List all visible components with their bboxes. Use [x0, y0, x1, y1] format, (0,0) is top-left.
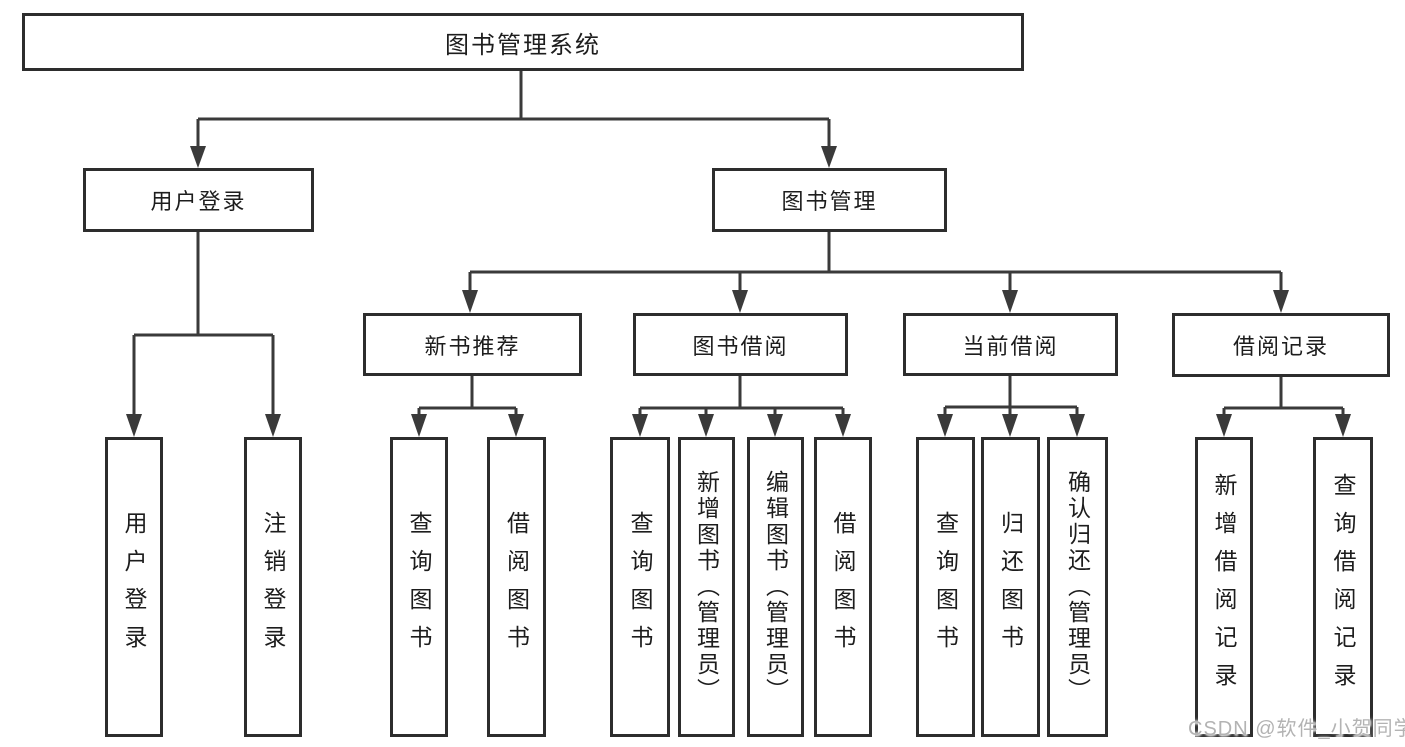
arrowheads-current-borrowing-leaves	[937, 414, 1085, 437]
node-book-management: 图书管理	[712, 168, 947, 232]
node-book-borrowing: 图书借阅	[633, 313, 848, 376]
arrowheads-root-to-level2	[190, 146, 837, 168]
arrowheads-borrowing-records-leaves	[1216, 414, 1351, 437]
leaf-borrow-books-1-label: 借阅图书	[503, 511, 530, 663]
leaf-edit-book-admin: 编辑图书（管理员）	[747, 437, 804, 737]
leaf-logout: 注销登录	[244, 437, 302, 737]
leaf-borrow-books-2: 借阅图书	[814, 437, 872, 737]
leaf-add-borrow-record: 新增借阅记录	[1195, 437, 1253, 737]
leaf-query-books-3-label: 查询图书	[932, 511, 959, 663]
node-book-management-label: 图书管理	[781, 189, 878, 214]
leaf-add-book-admin-label: 新增图书（管理员）	[693, 470, 720, 704]
node-library-management-system-label: 图书管理系统	[445, 31, 601, 59]
node-book-borrowing-label: 图书借阅	[692, 333, 789, 359]
leaf-query-books-1: 查询图书	[390, 437, 448, 737]
leaf-user-login-label: 用户登录	[121, 511, 147, 663]
node-user-login: 用户登录	[83, 168, 314, 232]
leaf-query-books-3: 查询图书	[916, 437, 975, 737]
arrowheads-book-borrowing-leaves	[632, 414, 851, 437]
node-current-borrowing-label: 当前借阅	[962, 333, 1059, 359]
connector-book-borrowing-to-leaves	[638, 376, 845, 416]
node-borrowing-records-label: 借阅记录	[1232, 334, 1329, 359]
leaf-add-borrow-record-label: 新增借阅记录	[1211, 473, 1237, 701]
leaf-query-books-1-label: 查询图书	[406, 511, 432, 663]
arrowheads-new-book-recommend-leaves	[411, 414, 524, 437]
arrowheads-level3	[462, 290, 1289, 313]
leaf-return-books-label: 归还图书	[997, 511, 1024, 663]
arrowheads-user-login-leaves	[126, 414, 281, 437]
leaf-edit-book-admin-label: 编辑图书（管理员）	[762, 470, 789, 704]
connector-book-management-to-level3	[468, 232, 1283, 292]
node-borrowing-records: 借阅记录	[1172, 313, 1390, 377]
csdn-watermark: CSDN @软件_小贺同学	[1188, 718, 1405, 740]
leaf-query-borrow-record: 查询借阅记录	[1313, 437, 1373, 737]
leaf-user-login: 用户登录	[105, 437, 163, 737]
leaf-return-books: 归还图书	[981, 437, 1040, 737]
leaf-query-books-2-label: 查询图书	[627, 511, 653, 663]
leaf-logout-label: 注销登录	[260, 511, 286, 663]
node-new-book-recommend: 新书推荐	[363, 313, 582, 376]
node-new-book-recommend-label: 新书推荐	[424, 333, 521, 359]
leaf-borrow-books-1: 借阅图书	[487, 437, 546, 737]
leaf-query-books-2: 查询图书	[610, 437, 670, 737]
connector-borrowing-records-to-leaves	[1222, 377, 1345, 416]
leaf-confirm-return-admin-label: 确认归还（管理员）	[1064, 470, 1091, 704]
connector-root-to-level2	[196, 71, 831, 147]
node-current-borrowing: 当前借阅	[903, 313, 1118, 376]
node-library-management-system: 图书管理系统	[22, 13, 1024, 71]
leaf-borrow-books-2-label: 借阅图书	[830, 511, 856, 663]
connector-user-login-to-leaves	[132, 232, 275, 416]
leaf-confirm-return-admin: 确认归还（管理员）	[1047, 437, 1108, 737]
connector-new-book-recommend-to-leaves	[417, 376, 518, 416]
leaf-query-borrow-record-label: 查询借阅记录	[1330, 473, 1356, 701]
node-user-login-label: 用户登录	[150, 189, 247, 214]
leaf-add-book-admin: 新增图书（管理员）	[678, 437, 735, 737]
connector-current-borrowing-to-leaves	[943, 376, 1079, 416]
